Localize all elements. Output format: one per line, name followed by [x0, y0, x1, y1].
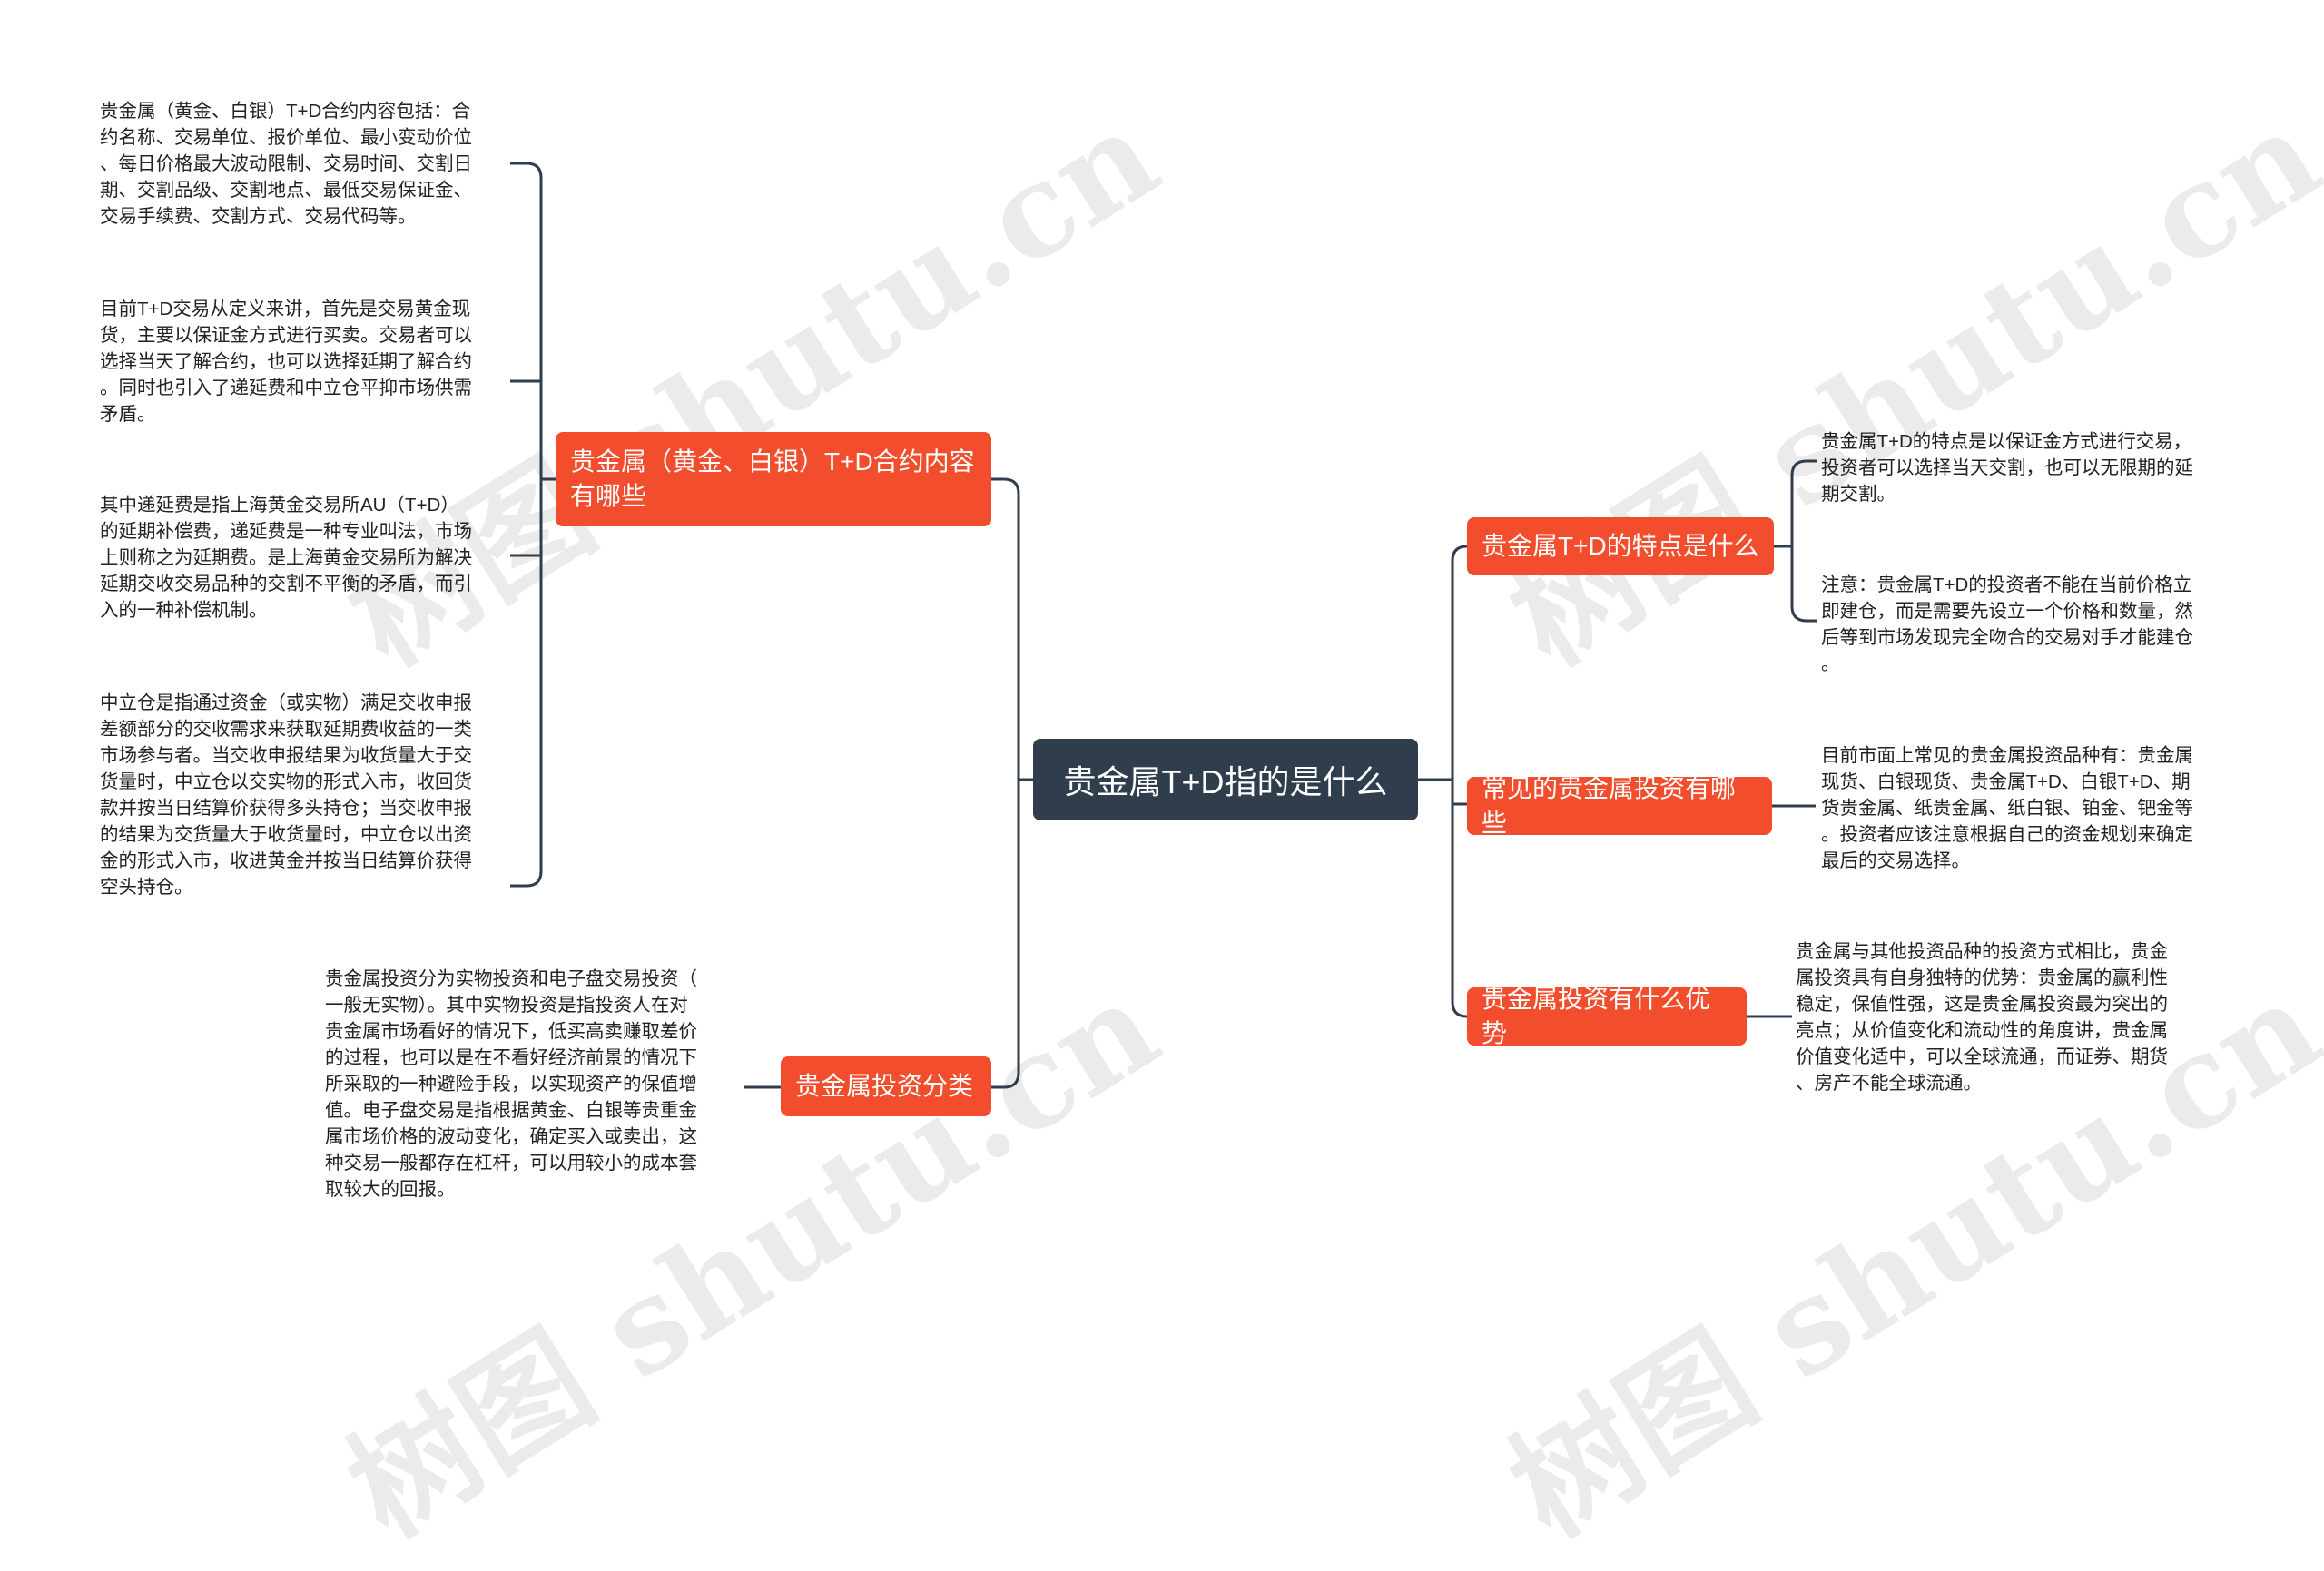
mind-map-canvas: 树图 shutu.cn 树图 shutu.cn 树图 shutu.cn 树图 s…	[100, 81, 2324, 1566]
connector-right-trunk	[1451, 545, 1468, 1018]
branch-contract-label: 贵金属（黄金、白银）T+D合约内容有哪些	[570, 447, 975, 510]
branch-features[interactable]: 贵金属T+D的特点是什么	[1467, 517, 1774, 575]
branch-common-investments[interactable]: 常见的贵金属投资有哪些	[1467, 774, 1772, 837]
leaf-advantage-detail: 贵金属与其他投资品种的投资方式相比，贵金 属投资具有自身独特的优势：贵金属的赢利…	[1796, 941, 2168, 1094]
connector-lines	[510, 162, 1817, 1089]
leaf-features-margin: 贵金属T+D的特点是以保证金方式进行交易， 投资者可以选择当天交割，也可以无限期…	[1821, 431, 2193, 505]
connector-left-trunk	[991, 477, 1020, 1089]
branch-category-label: 贵金属投资分类	[795, 1072, 974, 1100]
connector-contract-leaves	[510, 162, 556, 888]
branch-investment-category[interactable]: 贵金属投资分类	[781, 1056, 991, 1116]
leaf-td-definition: 目前T+D交易从定义来讲，首先是交易黄金现 货，主要以保证金方式进行买卖。交易者…	[100, 299, 472, 425]
leaf-deferral-fee: 其中递延费是指上海黄金交易所AU（T+D） 的延期补偿费，递延费是一种专业叫法，…	[100, 495, 472, 621]
leaf-common-detail: 目前市面上常见的贵金属投资品种有：贵金属 现货、白银现货、贵金属T+D、白银T+…	[1821, 745, 2193, 871]
branch-contract-content[interactable]: 贵金属（黄金、白银）T+D合约内容有哪些	[556, 432, 991, 526]
branch-advantages[interactable]: 贵金属投资有什么优势	[1467, 985, 1747, 1047]
central-topic-label: 贵金属T+D指的是什么	[1063, 763, 1388, 800]
central-topic[interactable]: 贵金属T+D指的是什么	[1033, 739, 1418, 820]
branch-advantage-label: 贵金属投资有什么优势	[1482, 985, 1711, 1047]
connector-features-leaves	[1774, 459, 1817, 623]
leaf-neutral-position: 中立仓是指通过资金（或实物）满足交收申报 差额部分的交收需求来获取延期费收益的一…	[100, 692, 472, 898]
branch-common-label: 常见的贵金属投资有哪些	[1482, 774, 1737, 837]
leaf-contract-items: 贵金属（黄金、白银）T+D合约内容包括：合 约名称、交易单位、报价单位、最小变动…	[100, 101, 472, 227]
leaf-category-detail: 贵金属投资分为实物投资和电子盘交易投资（ 一般无实物）。其中实物投资是指投资人在…	[325, 968, 697, 1200]
leaf-features-note: 注意：贵金属T+D的投资者不能在当前价格立 即建仓，而是需要先设立一个价格和数量…	[1821, 574, 2193, 674]
branch-features-label: 贵金属T+D的特点是什么	[1482, 532, 1759, 560]
